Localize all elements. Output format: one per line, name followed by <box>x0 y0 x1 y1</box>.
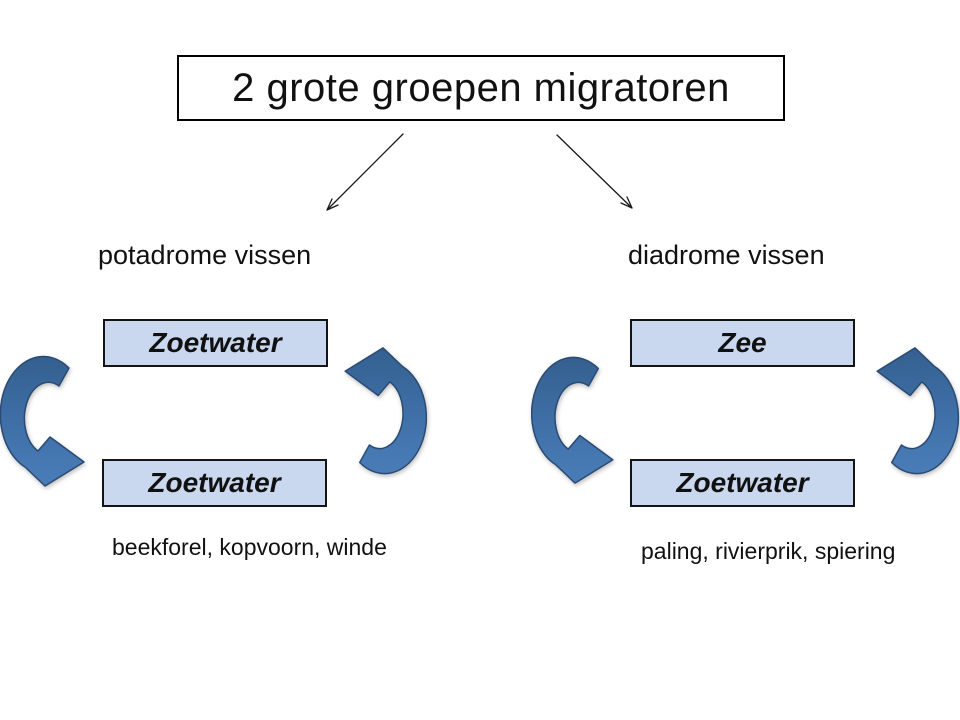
group-label-diadrome: diadrome vissen <box>628 240 825 270</box>
box-potadrome-bottom: Zoetwater <box>102 459 327 507</box>
slide-title: 2 grote groepen migratoren <box>232 65 730 110</box>
examples-potadrome: beekforel, kopvoorn, winde <box>112 534 387 560</box>
box-diadrome-bottom: Zoetwater <box>630 459 855 507</box>
cycle-arrow-down-right-group-icon <box>531 356 614 484</box>
box-potadrome-top: Zoetwater <box>103 319 328 367</box>
branch-arrow-right-icon <box>556 134 633 209</box>
cycle-arrow-up-right-icon <box>876 347 960 475</box>
title-box: 2 grote groepen migratoren <box>177 55 785 121</box>
cycle-arrow-up-left-group-icon <box>344 347 427 475</box>
branch-arrow-left-icon <box>326 133 404 211</box>
cycle-arrow-down-left-icon <box>0 355 85 487</box>
examples-diadrome: paling, rivierprik, spiering <box>641 538 896 564</box>
box-diadrome-top: Zee <box>630 319 855 367</box>
group-label-potadrome: potadrome vissen <box>98 240 312 270</box>
